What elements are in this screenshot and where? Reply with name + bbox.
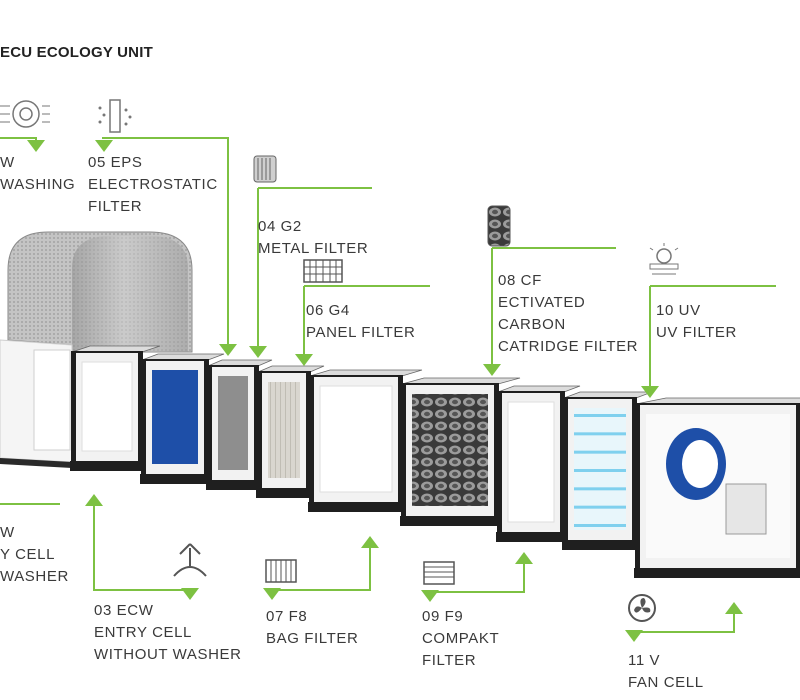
label-uv: 10 UV UV FILTER bbox=[656, 300, 737, 344]
label-line: ENTRY CELL bbox=[94, 624, 192, 641]
label-line: CATRIDGE FILTER bbox=[498, 338, 639, 355]
label-line: CARBON bbox=[498, 316, 566, 333]
connector-line bbox=[625, 602, 743, 642]
washer-section bbox=[0, 339, 73, 468]
label-line: 11 V bbox=[628, 652, 661, 669]
duct-hood bbox=[7, 231, 193, 353]
connector-line bbox=[641, 285, 776, 398]
label-line: PANEL FILTER bbox=[306, 324, 416, 341]
label-line: 04 G2 bbox=[258, 218, 302, 235]
label-eps: 05 EPS ELECTROSTATIC FILTER bbox=[88, 152, 218, 218]
panel-filter-icon bbox=[303, 259, 343, 283]
arrow-up-icon bbox=[515, 552, 533, 564]
arrow-down-icon bbox=[641, 386, 659, 398]
arrow-up-icon bbox=[361, 536, 379, 548]
label-g2: 04 G2 METAL FILTER bbox=[258, 216, 368, 260]
label-line: Y CELL bbox=[0, 546, 56, 563]
arrow-up-icon bbox=[725, 602, 743, 614]
module-blue bbox=[140, 353, 225, 484]
label-line: FILTER bbox=[422, 652, 477, 669]
arrow-down-icon bbox=[27, 140, 45, 152]
label-line: 07 F8 bbox=[266, 608, 308, 625]
connector-line bbox=[85, 494, 199, 600]
connector-line bbox=[249, 187, 372, 358]
fan-icon bbox=[628, 594, 656, 622]
label-line: W bbox=[0, 154, 15, 171]
label-line: 10 UV bbox=[656, 302, 701, 319]
label-line: 08 CF bbox=[498, 272, 542, 289]
label-line: WASHER bbox=[0, 568, 69, 585]
label-line: WITHOUT WASHER bbox=[94, 646, 242, 663]
label-line: FAN CELL bbox=[628, 674, 704, 691]
arrow-down-icon bbox=[295, 354, 313, 366]
module-fan bbox=[634, 397, 800, 578]
connector-line bbox=[95, 137, 237, 356]
label-cf: 08 CF ECTIVATED CARBON CATRIDGE FILTER bbox=[498, 270, 638, 358]
bag-filter-icon bbox=[265, 559, 297, 583]
label-line: W bbox=[0, 524, 15, 541]
connector-line bbox=[0, 137, 45, 152]
arrow-down-icon bbox=[181, 588, 199, 600]
label-line: 06 G4 bbox=[306, 302, 350, 319]
airflow-icon bbox=[173, 543, 207, 577]
label-f9: 09 F9 COMPAKT FILTER bbox=[422, 606, 499, 672]
connector-line bbox=[295, 285, 430, 366]
arrow-down-icon bbox=[483, 364, 501, 376]
page-title: ECU ECOLOGY UNIT bbox=[0, 44, 153, 61]
module-carbon bbox=[400, 377, 521, 526]
electrostatic-filter-icon bbox=[98, 99, 132, 133]
label-fan: 11 V FAN CELL bbox=[628, 650, 704, 694]
label-f8: 07 F8 BAG FILTER bbox=[266, 606, 358, 650]
arrow-up-icon bbox=[85, 494, 103, 506]
label-washing: W WASHING bbox=[0, 152, 75, 196]
arrow-down-icon bbox=[95, 140, 113, 152]
connector-line bbox=[421, 552, 533, 602]
label-entry-washer: W Y CELL WASHER bbox=[0, 522, 69, 588]
arrow-down-icon bbox=[219, 344, 237, 356]
callout-connectors bbox=[0, 137, 776, 642]
metal-filter-icon bbox=[253, 155, 277, 183]
arrow-down-icon bbox=[625, 630, 643, 642]
label-line: 09 F9 bbox=[422, 608, 464, 625]
uv-lamp-icon bbox=[649, 243, 679, 275]
module-uv bbox=[562, 391, 653, 550]
arrow-down-icon bbox=[421, 590, 439, 602]
label-ecw: 03 ECW ENTRY CELL WITHOUT WASHER bbox=[94, 600, 242, 666]
label-line: UV FILTER bbox=[656, 324, 737, 341]
module-metal bbox=[206, 359, 273, 490]
label-line: ELECTROSTATIC bbox=[88, 176, 218, 193]
label-line: WASHING bbox=[0, 176, 76, 193]
module-chain bbox=[70, 345, 800, 578]
label-line: COMPAKT bbox=[422, 630, 500, 647]
washer-icon bbox=[0, 100, 50, 128]
label-line: 03 ECW bbox=[94, 602, 154, 619]
label-line: BAG FILTER bbox=[266, 630, 359, 647]
label-line: 05 EPS bbox=[88, 154, 143, 171]
connector-line bbox=[263, 536, 379, 600]
connector-line bbox=[483, 247, 616, 376]
module-plain bbox=[496, 385, 581, 542]
module-pleat bbox=[256, 365, 325, 498]
label-line: METAL FILTER bbox=[258, 240, 369, 257]
label-line: ECTIVATED bbox=[498, 294, 586, 311]
carbon-cartridge-icon bbox=[487, 205, 511, 247]
arrow-down-icon bbox=[249, 346, 267, 358]
arrow-down-icon bbox=[263, 588, 281, 600]
label-line: FILTER bbox=[88, 198, 143, 215]
module-plain bbox=[308, 369, 423, 512]
compact-filter-icon bbox=[423, 561, 455, 585]
label-g4: 06 G4 PANEL FILTER bbox=[306, 300, 415, 344]
